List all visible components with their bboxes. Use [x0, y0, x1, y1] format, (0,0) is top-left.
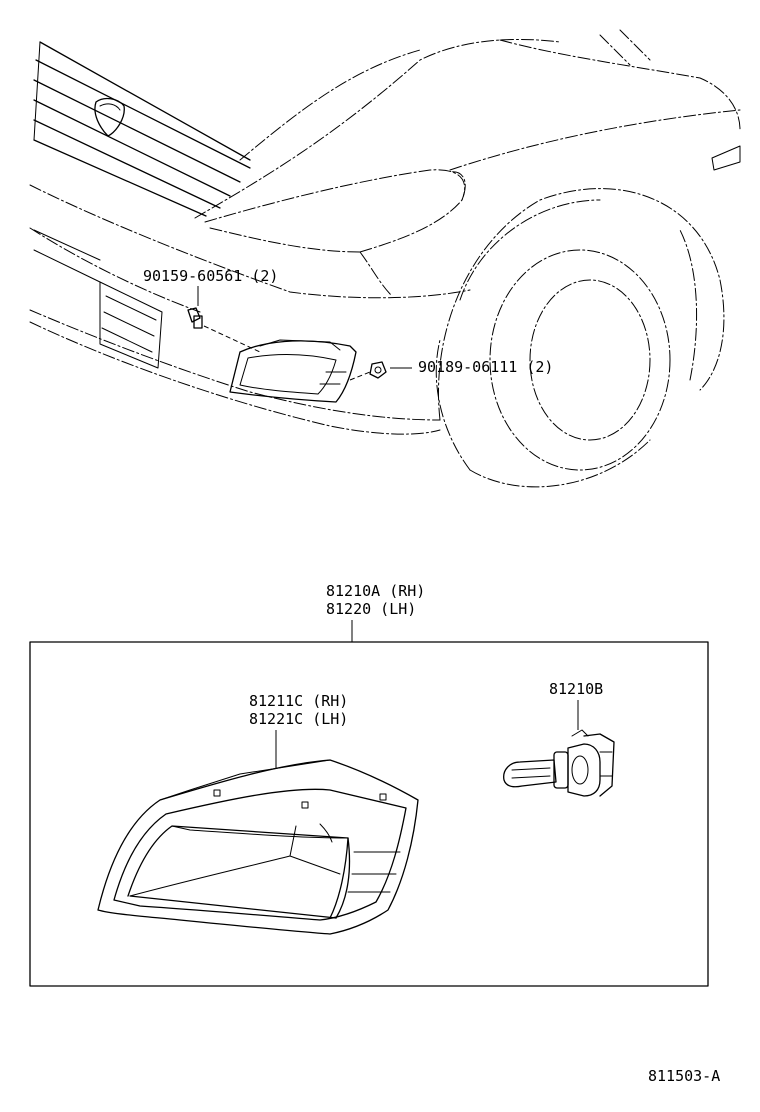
bolt-icon: [187, 307, 261, 353]
figure-code: 811503-A: [648, 1067, 720, 1085]
nut-icon: [349, 361, 387, 381]
lamp-lens-large-icon: [97, 759, 419, 935]
bulb-icon: [503, 729, 615, 797]
assembly-box: [29, 641, 709, 987]
car-front-outline-icon: [29, 29, 741, 488]
lamp-lens-icon: [229, 339, 357, 403]
assembly-rh-label: 81210A (RH): [326, 582, 425, 600]
nut-label: 90189-06111 (2): [418, 358, 553, 376]
bulb-label: 81210B: [549, 680, 603, 698]
lens-rh-label: 81211C (RH): [249, 692, 348, 710]
lens-lh-label: 81221C (LH): [249, 710, 348, 728]
assembly-lh-label: 81220 (LH): [326, 600, 416, 618]
bolt-label: 90159-60561 (2): [143, 267, 278, 285]
